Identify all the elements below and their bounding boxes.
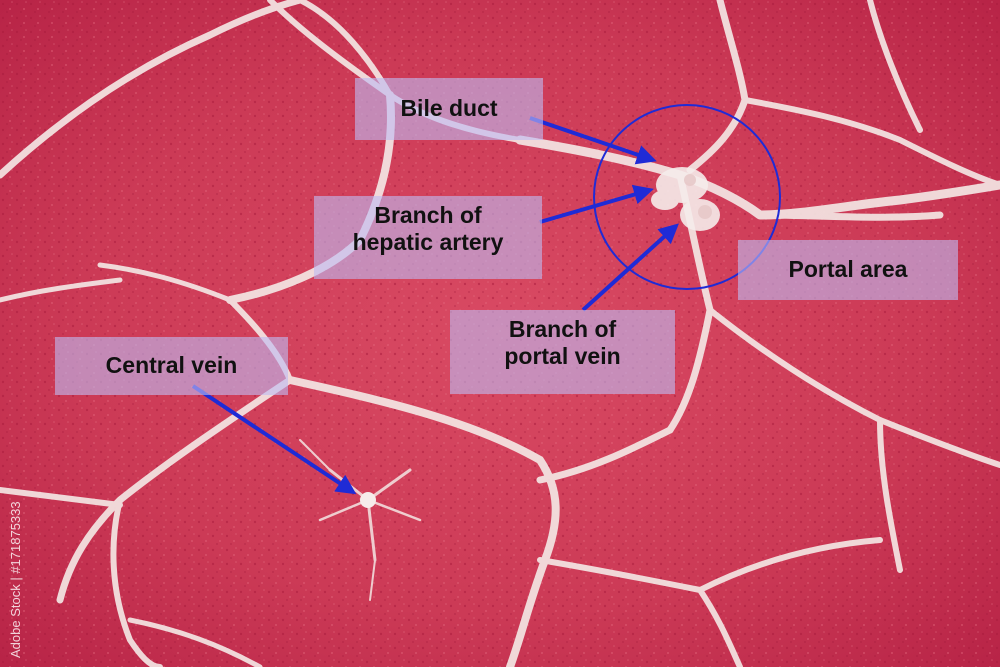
portal-lumens bbox=[684, 174, 712, 219]
label-central-vein: Central vein bbox=[55, 337, 288, 395]
circle-outline-icon bbox=[593, 104, 781, 290]
label-bile-duct-text: Bile duct bbox=[400, 95, 498, 121]
label-hepatic-artery: Branch of hepatic artery bbox=[314, 196, 542, 279]
label-bile-duct: Bile duct bbox=[355, 78, 543, 140]
label-portal-area: Portal area bbox=[738, 240, 958, 300]
watermark: Adobe Stock | #171875333 bbox=[8, 501, 23, 658]
arrow-icon-central-vein bbox=[191, 384, 357, 495]
arrow-icon-portal-vein bbox=[581, 223, 679, 312]
label-portal-vein: Branch of portal vein bbox=[450, 310, 675, 394]
label-portal-vein-line2: portal vein bbox=[504, 343, 621, 369]
label-portal-vein-line1: Branch of bbox=[508, 316, 617, 342]
label-portal-area-text: Portal area bbox=[788, 256, 908, 282]
arrow-icon-hepatic-artery bbox=[539, 184, 654, 224]
annotation-arrows bbox=[191, 116, 679, 495]
arrow-icon-bile-duct bbox=[529, 116, 657, 165]
label-hepatic-artery-line1: Branch of bbox=[374, 202, 482, 228]
label-central-vein-text: Central vein bbox=[105, 352, 238, 378]
label-hepatic-artery-line2: hepatic artery bbox=[352, 229, 504, 255]
central-vein bbox=[360, 492, 376, 508]
